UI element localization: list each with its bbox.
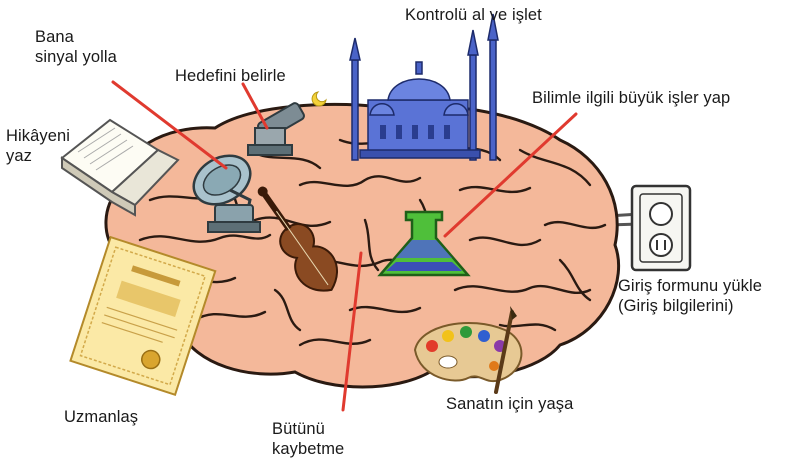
label-take-control: Kontrolü al ve işlet: [405, 5, 542, 25]
mosque-icon: [350, 14, 498, 160]
label-send-signal: Bana sinyal yolla: [35, 27, 117, 67]
label-load-form: Giriş formunu yükle (Giriş bilgilerini): [618, 276, 762, 316]
label-set-goal: Hedefini belirle: [175, 66, 286, 86]
label-live-for-art: Sanatın için yaşa: [446, 394, 573, 414]
label-write-story: Hikâyeni yaz: [6, 126, 70, 166]
label-specialize: Uzmanlaş: [64, 407, 138, 427]
label-do-science: Bilimle ilgili büyük işler yap: [532, 88, 730, 108]
power-outlet-icon: [632, 186, 690, 270]
label-dont-lose-whole: Bütünü kaybetme: [272, 419, 344, 459]
